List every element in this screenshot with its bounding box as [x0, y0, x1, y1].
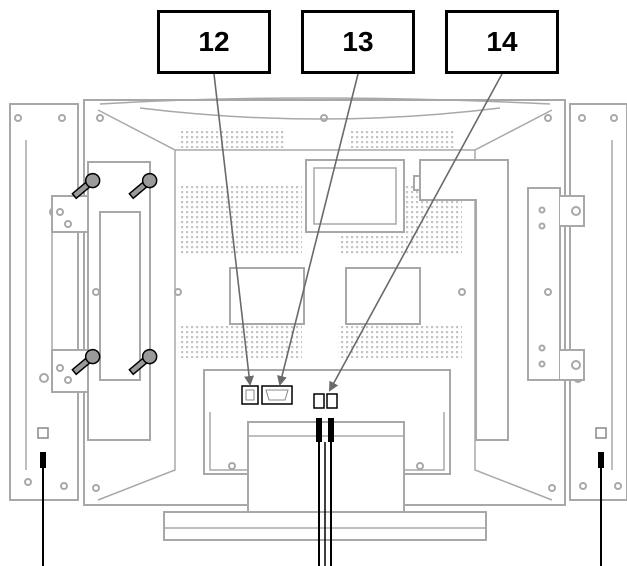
- right-bracket: [569, 103, 627, 501]
- screw-icon: [71, 172, 101, 200]
- callout-14-label: 14: [486, 26, 518, 57]
- callout-14: 14: [445, 10, 559, 74]
- leader-lines: [213, 73, 503, 392]
- cable-channel: [419, 159, 585, 441]
- leader-12: [213, 73, 255, 386]
- port-14a: [313, 393, 325, 409]
- screw-icon: [128, 348, 158, 376]
- left-bracket: [9, 103, 79, 501]
- port-12: [241, 385, 259, 405]
- leader-14: [329, 73, 503, 392]
- callout-13-label: 13: [342, 26, 374, 57]
- callout-13: 13: [301, 10, 415, 74]
- callout-12-label: 12: [198, 26, 230, 57]
- screw-icon: [71, 348, 101, 376]
- inner-panels: [229, 159, 425, 325]
- screw-icon: [128, 172, 158, 200]
- leader-13: [277, 73, 359, 386]
- callout-12: 12: [157, 10, 271, 74]
- ports: [241, 385, 338, 409]
- mount-screws: [71, 172, 158, 376]
- port-13: [261, 385, 293, 405]
- port-14b: [326, 393, 338, 409]
- cables: [37, 418, 607, 566]
